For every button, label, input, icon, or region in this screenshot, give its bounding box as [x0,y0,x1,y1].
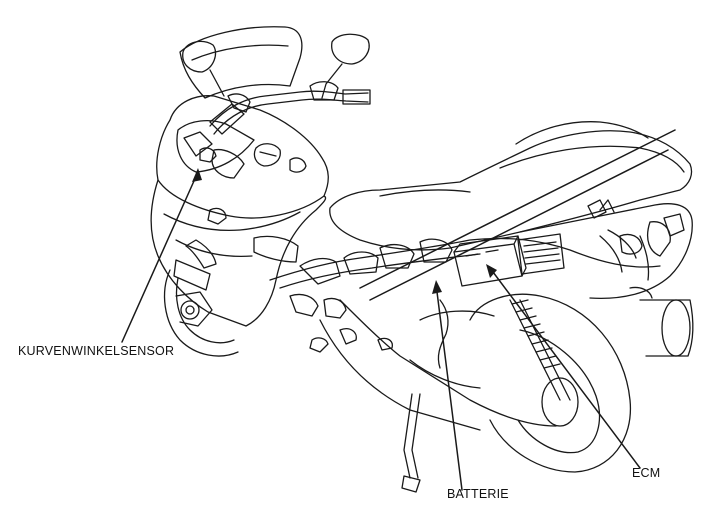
arrowhead-batterie [432,280,442,294]
left-mirror [182,40,225,97]
seat [329,121,693,251]
handlebars [209,81,371,135]
right-mirror [321,33,370,99]
side-stand [401,393,421,493]
ecm-unit [517,233,565,275]
leader-lines [121,129,676,491]
front-wheel [163,269,239,357]
wiring-harness [199,147,661,369]
callout-batterie: BATTERIE [447,487,509,501]
windscreen [179,26,303,99]
arrowhead-kurvenwinkelsensor [192,168,202,182]
callout-kurvenwinkelsensor: KURVENWINKELSENSOR [18,344,175,358]
callout-ecm: ECM [632,466,661,480]
battery [453,235,527,287]
rear-wheel [469,293,694,473]
front-cowl [156,95,329,219]
leader-kurvenwinkelsensor [121,171,199,343]
leader-extra-1 [359,129,676,289]
arrowhead-ecm [486,264,497,278]
leader-ecm [489,267,641,469]
leader-extra-2 [369,149,669,301]
engine-swingarm [319,299,557,431]
front-body [150,179,327,327]
leader-batterie [435,283,463,491]
